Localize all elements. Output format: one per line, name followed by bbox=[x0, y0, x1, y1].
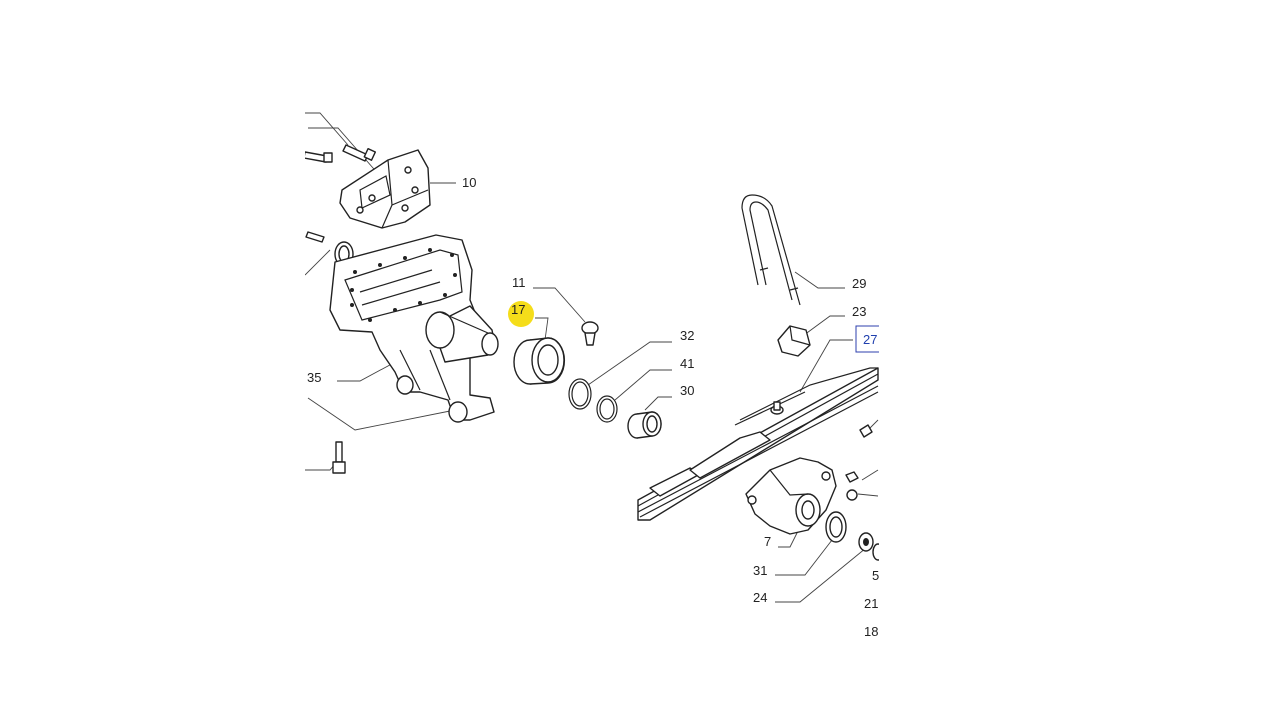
callout-24[interactable]: 24 bbox=[753, 590, 767, 605]
part-24-washer bbox=[858, 532, 874, 552]
bolt-top-2 bbox=[305, 151, 333, 163]
callout-18[interactable]: 18 bbox=[864, 624, 878, 639]
part-35-support bbox=[329, 234, 499, 423]
part-41-ring bbox=[596, 395, 618, 423]
part-10-bracket bbox=[339, 149, 431, 229]
part-23-block bbox=[777, 325, 811, 357]
callout-31[interactable]: 31 bbox=[753, 563, 767, 578]
part-17-bearing bbox=[513, 337, 566, 385]
callout-7[interactable]: 7 bbox=[764, 534, 771, 549]
bolt-left bbox=[305, 231, 325, 243]
callout-10[interactable]: 10 bbox=[462, 175, 476, 190]
part-11-nipple bbox=[581, 321, 599, 346]
highlight-marker bbox=[508, 301, 534, 327]
callout-21[interactable]: 21 bbox=[864, 596, 878, 611]
callout-17-group[interactable]: 17 bbox=[508, 301, 534, 327]
part-29-ubolt bbox=[741, 194, 801, 306]
callout-32[interactable]: 32 bbox=[680, 328, 694, 343]
part-27-leaf-spring bbox=[637, 367, 879, 521]
callout-23[interactable]: 23 bbox=[852, 304, 866, 319]
callout-30[interactable]: 30 bbox=[680, 383, 694, 398]
part-7-hub bbox=[745, 457, 837, 535]
bolt-bottom bbox=[332, 441, 346, 474]
part-30-bushing bbox=[627, 411, 662, 439]
hardware-right bbox=[845, 424, 879, 561]
part-31-seal bbox=[825, 511, 847, 543]
callout-5[interactable]: 5 bbox=[872, 568, 879, 583]
callout-27[interactable]: 27 bbox=[863, 332, 877, 347]
part-32-oring bbox=[568, 378, 592, 410]
callout-17[interactable]: 17 bbox=[511, 302, 525, 317]
callout-29[interactable]: 29 bbox=[852, 276, 866, 291]
callout-labels: 10 11 17 32 41 30 35 29 23 27 7 31 24 5 … bbox=[307, 175, 885, 639]
right-margin bbox=[879, 0, 1280, 720]
callout-11[interactable]: 11 bbox=[512, 275, 526, 290]
callout-35[interactable]: 35 bbox=[307, 370, 321, 385]
bolt-top-1 bbox=[342, 144, 377, 162]
callout-41[interactable]: 41 bbox=[680, 356, 694, 371]
